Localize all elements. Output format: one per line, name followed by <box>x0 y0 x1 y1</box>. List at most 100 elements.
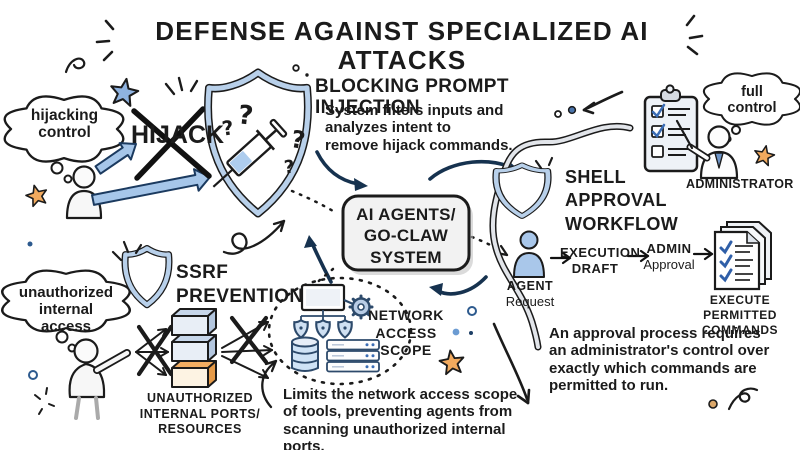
ssrf-heading: SSRF PREVENTION <box>176 261 316 309</box>
approval-line2: Approval <box>643 256 695 272</box>
thought-full-control-label: full control <box>722 84 782 116</box>
squiggle-arrow-to-system <box>222 219 286 255</box>
shell-sparkles-icon <box>534 156 554 170</box>
workflow-arrows <box>549 247 714 265</box>
arrow-filter-into-system <box>315 150 368 191</box>
shell-heading-line2: APPROVAL <box>565 190 667 211</box>
prompt-injection-desc-line1: System filters inputs and <box>325 102 504 119</box>
page-title: DEFENSE AGAINST SPECIALIZED AI ATTACKS <box>155 16 649 76</box>
question-mark-4: ? <box>283 156 296 179</box>
ssrf-heading-line1: SSRF <box>176 262 229 283</box>
agent-figure <box>513 230 545 278</box>
arrow-shell-return <box>429 275 488 296</box>
scope-dots <box>27 241 477 380</box>
scope-line1: NETWORK <box>368 307 444 323</box>
thought-hijacking-line2: control <box>38 124 91 142</box>
unauthorized-ports-label: UNAUTHORIZED INTERNAL PORTS/ RESOURCES <box>138 391 262 438</box>
arrow-injection-note <box>582 90 624 115</box>
execute-line2: PERMITTED <box>703 308 777 322</box>
hijack-label: HIJACK <box>131 121 225 149</box>
curl-squiggle-icon <box>64 57 86 74</box>
arrow-down-to-note <box>492 322 531 405</box>
core-system-line2: GO-CLAW <box>363 226 449 246</box>
ports-line3: RESOURCES <box>158 422 242 437</box>
thought-unauthorized-line1: unauthorized <box>18 284 114 301</box>
orange-star-scope-icon <box>438 349 465 376</box>
execute-line1: EXECUTE <box>709 293 771 307</box>
title-dash-decoration <box>95 14 704 62</box>
prompt-injection-desc-line2: analyzes intent to <box>325 119 451 137</box>
shell-desc-line3: exactly which commands are <box>549 359 757 377</box>
arrow-to-shield <box>91 168 211 206</box>
ports-line2: INTERNAL PORTS/ <box>139 406 261 421</box>
shell-shield-icon <box>492 162 552 219</box>
server-icon <box>326 339 380 373</box>
person-user-figure <box>65 165 103 220</box>
question-mark-2: ? <box>236 100 255 132</box>
ribbon-divider <box>489 122 634 351</box>
blocked-arrows-left <box>135 324 174 377</box>
admin-clipboard-icon <box>643 84 699 173</box>
ssrf-shield-icon <box>121 245 173 309</box>
arrow-scope-to-system <box>304 235 333 284</box>
thought-full-control-line2: control <box>727 100 777 117</box>
core-system-line1: AI AGENTS/ <box>356 205 456 224</box>
agent-line1: AGENT <box>506 279 554 293</box>
bottom-dot <box>708 399 718 409</box>
scope-desc-line3: scanning unauthorized internal ports. <box>283 420 506 450</box>
stacked-ports-boxes <box>171 308 217 388</box>
agent-request-label: AGENT Request <box>499 279 561 310</box>
shell-description: An approval process requires an administ… <box>549 325 789 395</box>
gear-icon <box>343 294 374 320</box>
approval-line1: ADMIN <box>646 241 692 256</box>
shield-top-dots <box>292 64 309 77</box>
database-icon <box>291 336 319 372</box>
execute-commands-label: EXECUTE PERMITTED COMMANDS <box>698 293 782 338</box>
prompt-injection-description: System filters inputs and analyzes inten… <box>325 102 525 154</box>
shell-heading: SHELL APPROVAL WORKFLOW <box>565 166 705 236</box>
arrow-to-scope <box>261 359 278 409</box>
arrow-to-hijack <box>94 142 137 175</box>
agent-line2: Request <box>505 294 555 309</box>
thought-unauthorized-line2: internal access <box>38 300 94 335</box>
thought-full-control-line1: full <box>741 84 763 100</box>
thought-cloud-unauthorized <box>1 269 131 353</box>
scope-desc-line2: of tools, preventing agents from <box>283 403 513 421</box>
core-system-line3: SYSTEM <box>370 247 442 267</box>
loop-squiggle-icon <box>727 387 759 411</box>
prompt-injection-desc-line3: remove hijack commands. <box>325 136 513 154</box>
thought-unauthorized-label: unauthorized internal access <box>12 284 120 335</box>
execution-line2: DRAFT <box>571 261 619 277</box>
blue-star-icon <box>110 77 140 107</box>
prompt-injection-heading: BLOCKING PROMPT INJECTION <box>315 76 509 119</box>
execution-line1: EXECUTION <box>560 245 641 260</box>
shell-desc-line2: an administrator's control over <box>549 342 770 360</box>
scope-description: Limits the network access scope of tools… <box>283 386 533 450</box>
execute-documents-icon <box>713 221 772 291</box>
orange-star-admin-icon <box>754 145 776 167</box>
admin-approval-label: ADMIN Approval <box>640 241 698 272</box>
lock-shields-icon <box>293 310 353 339</box>
ports-line1: UNAUTHORIZED <box>147 391 253 405</box>
core-system-box <box>341 194 473 275</box>
administrator-figure <box>675 119 739 180</box>
hijack-sparkles-icon <box>164 76 199 96</box>
shell-desc-line4: permitted to run. <box>549 377 669 395</box>
thought-hijacking-line1: hijacking <box>30 107 99 124</box>
execute-line3: COMMANDS <box>702 323 778 337</box>
scope-desc-line1: Limits the network access scope <box>283 386 518 403</box>
note-dots <box>554 105 577 118</box>
thought-cloud-full-control <box>702 72 800 143</box>
orange-star-left-icon <box>25 184 48 208</box>
blocked-arrows-right <box>221 315 273 379</box>
person-attacker-figure <box>68 338 131 420</box>
monitor-icon <box>300 283 346 312</box>
thought-cloud-hijacking <box>3 95 125 184</box>
scope-line3: SCOPE <box>380 342 432 358</box>
administrator-label: ADMINISTRATOR <box>686 177 794 191</box>
shell-desc-line1: An approval process requires <box>549 325 761 342</box>
thought-hijacking-label: hijacking control <box>16 107 113 142</box>
network-scope-label: NETWORK ACCESS SCOPE <box>366 307 446 360</box>
